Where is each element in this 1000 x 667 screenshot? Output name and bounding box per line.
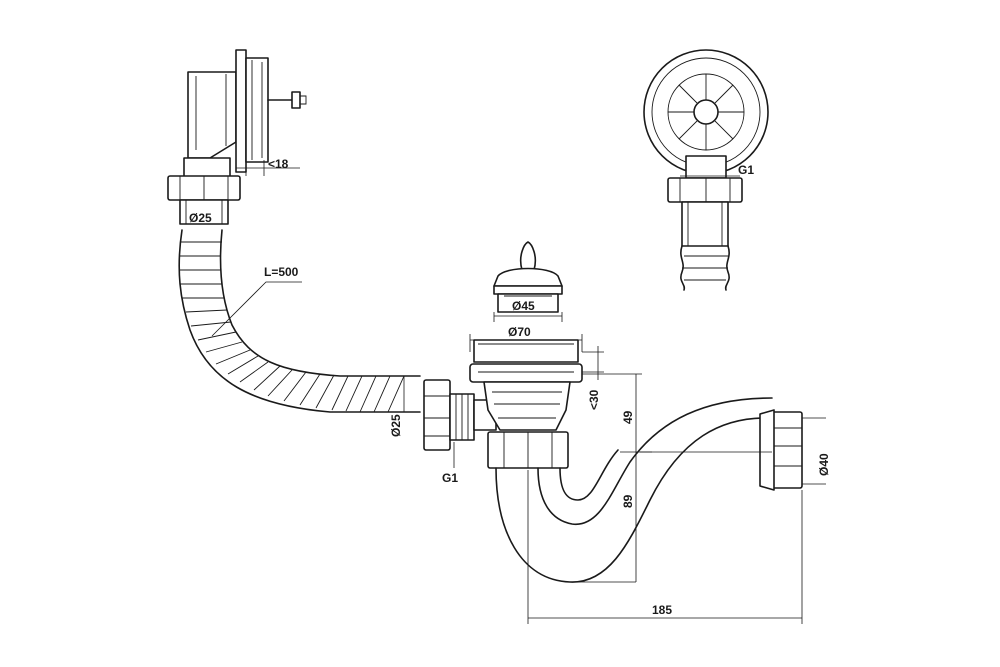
flange-thickness-dimension: [582, 346, 604, 380]
side-nut-connector: [423, 379, 497, 451]
drain-plug: [493, 241, 563, 313]
overflow-offset-dimension: [236, 160, 300, 176]
outlet-nut: [759, 409, 803, 491]
hose-top-diameter-label: Ø25: [189, 211, 212, 225]
flange-diameter-dimension: [469, 334, 583, 352]
overflow-nut-top: [167, 157, 241, 225]
corrugated-hose: [178, 229, 421, 413]
outlet-diameter-dimension: [802, 417, 826, 485]
overflow-head-side-view: [187, 49, 307, 173]
overflow-front-nut: [667, 155, 743, 291]
plug-diameter-dimension: [493, 312, 563, 322]
hose-length-label: L=500: [264, 265, 299, 279]
overflow-thread-label: G1: [738, 163, 754, 177]
outlet-diameter-label: Ø40: [817, 453, 831, 476]
drain-body: [483, 381, 571, 431]
hose-length-leader: [211, 281, 302, 337]
flange-diameter-label: Ø70: [508, 325, 531, 339]
trap-height-dimensions: [570, 373, 652, 583]
trap-height-upper-label: 49: [621, 410, 635, 424]
s-trap-pipe: [495, 397, 773, 583]
overflow-grate-front-view: [643, 49, 769, 175]
trap-height-lower-label: 89: [621, 494, 635, 508]
side-thread-label: G1: [442, 471, 458, 485]
drain-flange: [469, 339, 583, 383]
trap-width-label: 185: [652, 603, 672, 617]
flange-thickness-label: <30: [587, 389, 601, 410]
trap-width-dimension: [527, 470, 803, 624]
plug-diameter-label: Ø45: [512, 299, 535, 313]
hose-side-diameter-label: Ø25: [389, 414, 403, 437]
trap-nut: [487, 431, 569, 469]
overflow-offset-label: <18: [268, 157, 289, 171]
